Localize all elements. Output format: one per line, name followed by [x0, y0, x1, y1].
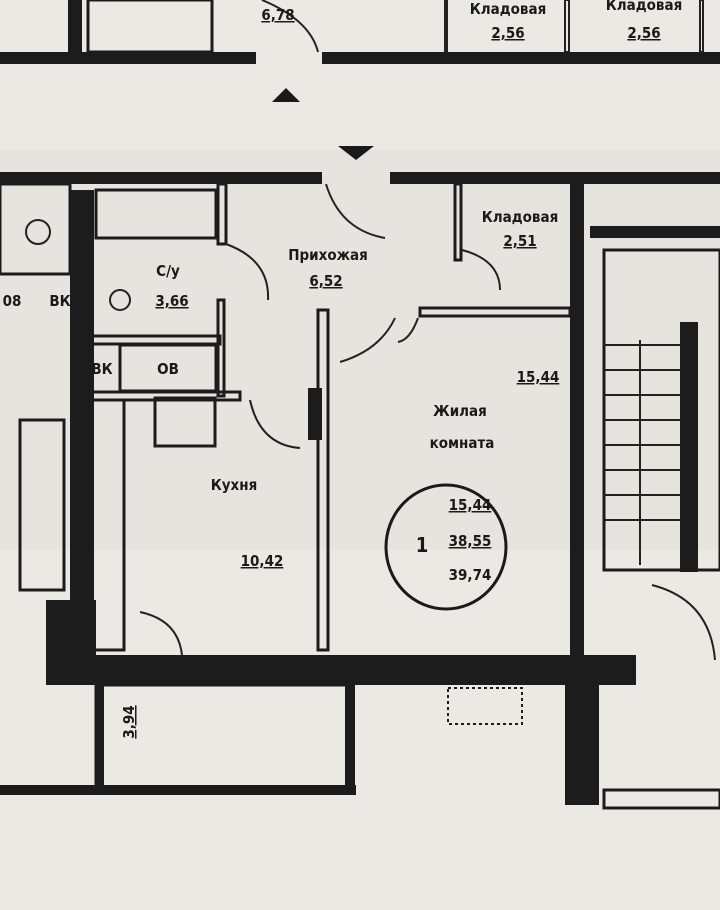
living-name-line2: комната [430, 434, 495, 452]
bathroom-area: 3,66 [155, 292, 188, 310]
balcony-area: 3,94 [120, 705, 138, 738]
hall-name: Прихожая [288, 246, 368, 264]
vk-label: ВК [91, 360, 112, 378]
storage-name: Кладовая [482, 208, 559, 226]
bathroom-name: С/у [156, 262, 180, 280]
top-storage-2-area: 2,56 [627, 24, 660, 42]
kitchen-area: 10,42 [241, 552, 284, 570]
kitchen-name: Кухня [211, 476, 258, 494]
top-area-label: 6,78 [261, 6, 294, 24]
living-area: 15,44 [517, 368, 560, 386]
summary-total-with-balcony: 39,74 [449, 566, 492, 584]
summary-living-area: 15,44 [449, 496, 492, 514]
storage-area: 2,51 [503, 232, 536, 250]
room-count: 1 [416, 533, 429, 557]
ov-label: ОВ [157, 360, 179, 378]
summary-total-area: 38,55 [449, 532, 492, 550]
arrow-down-icon [338, 146, 374, 160]
apartment-walls [0, 172, 720, 810]
apartment-summary-badge: 1 15,44 38,55 39,74 [384, 483, 508, 611]
top-storage-1-name: Кладовая [470, 0, 547, 18]
hall-area: 6,52 [309, 272, 342, 290]
upper-walls [0, 0, 720, 239]
arrow-up-icon [272, 88, 300, 102]
left-vk-label: ВК [49, 292, 70, 310]
top-storage-1-area: 2,56 [491, 24, 524, 42]
top-storage-2-name: Кладовая [606, 0, 683, 14]
living-name-line1: Жилая [433, 402, 487, 420]
left-area: 08 [3, 292, 22, 310]
